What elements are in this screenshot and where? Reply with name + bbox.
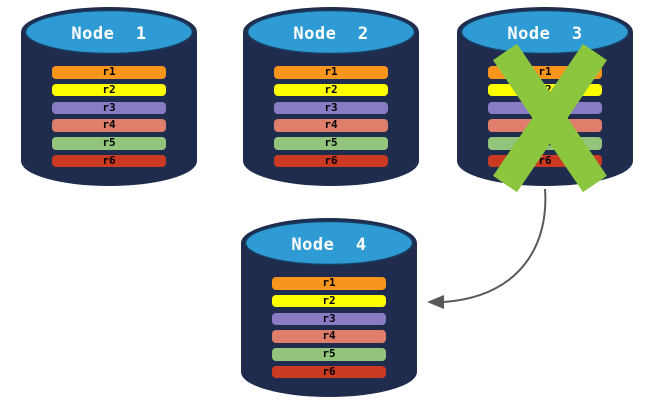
- replica-bar-r3: r3: [52, 101, 166, 115]
- node-1: Node 1 r1 r2 r3 r4 r5 r6: [20, 6, 198, 187]
- replica-bar-r6: r6: [274, 154, 388, 168]
- replica-bar-r3: r3: [274, 101, 388, 115]
- replica-list: r1 r2 r3 r4 r5 r6: [272, 276, 386, 379]
- replica-bar-r3: r3: [272, 312, 386, 326]
- replica-bar-r1: r1: [274, 65, 388, 79]
- replica-bar-r1: r1: [52, 65, 166, 79]
- node-title: Node 3: [507, 24, 583, 44]
- replica-bar-r2: r2: [52, 83, 166, 97]
- replica-list: r1 r2 r3 r4 r5 r6: [52, 65, 166, 168]
- replica-bar-r1: r1: [272, 276, 386, 290]
- replica-list: r1 r2 r3 r4 r5 r6: [274, 65, 388, 168]
- node-3: Node 3 r1 r2 r3 r4 r5 r6: [456, 6, 634, 193]
- node-title: Node 2: [293, 24, 369, 44]
- replica-bar-r4: r4: [52, 119, 166, 132]
- replica-bar-r6: r6: [52, 154, 166, 168]
- replica-bar-r5: r5: [274, 137, 388, 150]
- replica-bar-r5: r5: [52, 137, 166, 150]
- node-title: Node 1: [71, 24, 147, 44]
- replica-bar-r4: r4: [274, 119, 388, 132]
- replica-bar-r6: r6: [272, 365, 386, 379]
- replica-bar-r5: r5: [272, 348, 386, 361]
- node-4: Node 4 r1 r2 r3 r4 r5 r6: [240, 217, 418, 398]
- failure-x-icon: [493, 43, 607, 193]
- node-title: Node 4: [291, 235, 367, 255]
- replica-bar-r2: r2: [272, 294, 386, 308]
- replica-bar-r2: r2: [274, 83, 388, 97]
- replica-bar-r4: r4: [272, 330, 386, 343]
- node-2: Node 2 r1 r2 r3 r4 r5 r6: [242, 6, 420, 187]
